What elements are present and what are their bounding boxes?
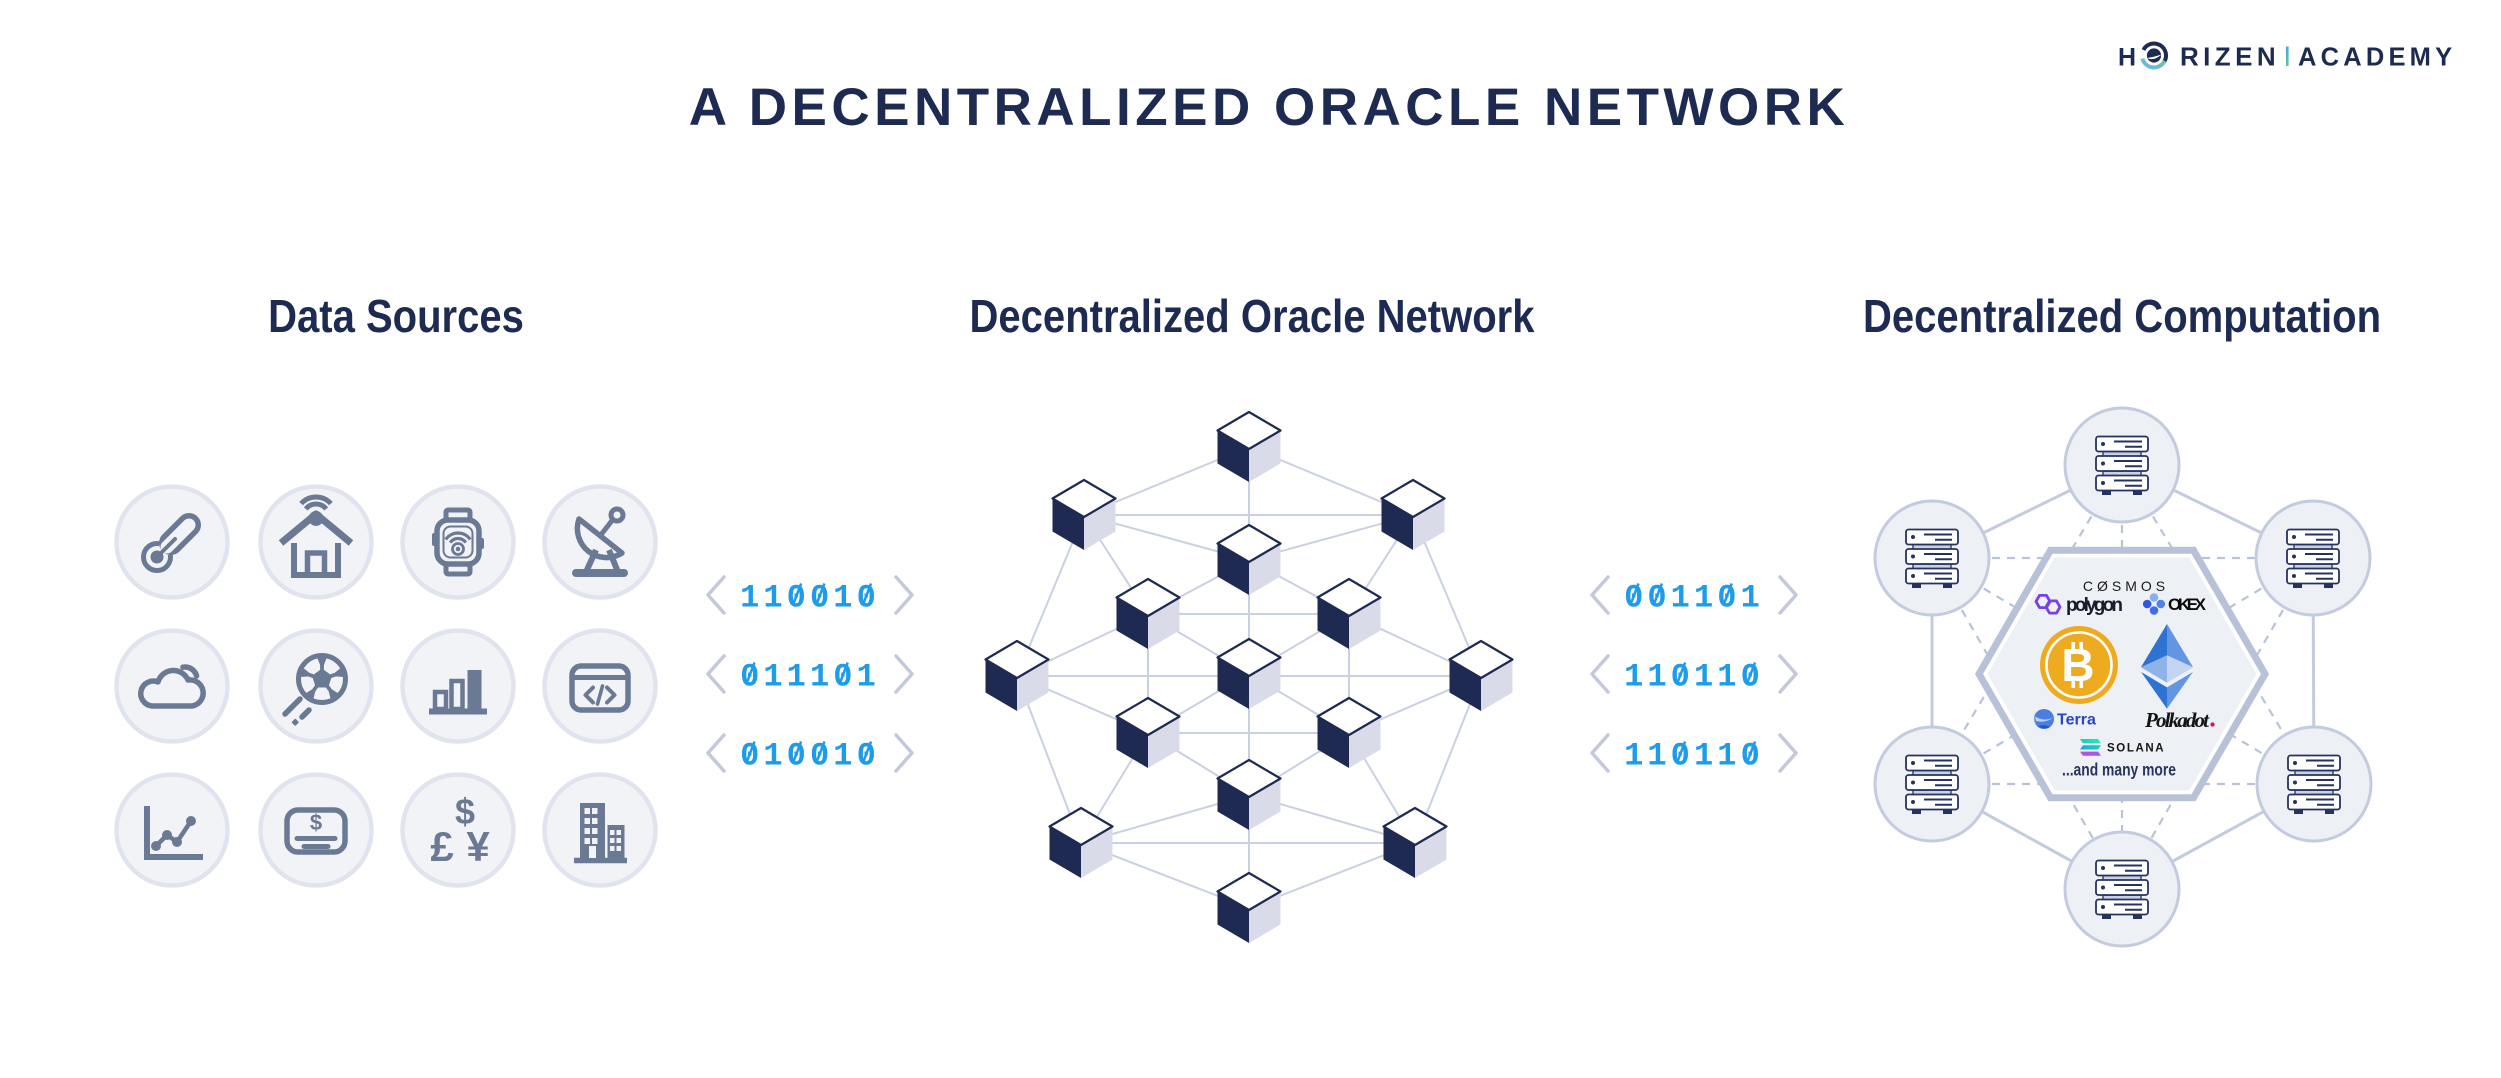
- svg-text:polygon: polygon: [2066, 595, 2123, 616]
- svg-text:SOLANA: SOLANA: [2107, 743, 2165, 755]
- svg-text:ACADEMY: ACADEMY: [2298, 44, 2456, 72]
- svg-text:Terra: Terra: [2057, 712, 2096, 729]
- svg-text:011101: 011101: [740, 659, 880, 696]
- svg-text:Polkadot: Polkadot: [2144, 708, 2210, 732]
- svg-text:010010: 010010: [740, 738, 880, 775]
- svg-text:CØSMOS: CØSMOS: [2083, 578, 2169, 594]
- svg-text:¥: ¥: [466, 823, 490, 870]
- svg-text:110110: 110110: [1624, 659, 1764, 696]
- svg-text:110010: 110010: [740, 580, 880, 617]
- svg-text:RIZEN: RIZEN: [2180, 42, 2280, 72]
- svg-text:B: B: [2061, 639, 2094, 691]
- svg-text:$: $: [455, 791, 475, 832]
- svg-text:$: $: [310, 810, 322, 835]
- svg-text:...and many more: ...and many more: [2062, 760, 2176, 780]
- svg-text:001101: 001101: [1624, 580, 1764, 617]
- svg-text:£: £: [430, 823, 453, 870]
- svg-text:110110: 110110: [1624, 738, 1764, 775]
- svg-text:OKEX: OKEX: [2168, 595, 2207, 614]
- svg-text:H: H: [2118, 44, 2136, 72]
